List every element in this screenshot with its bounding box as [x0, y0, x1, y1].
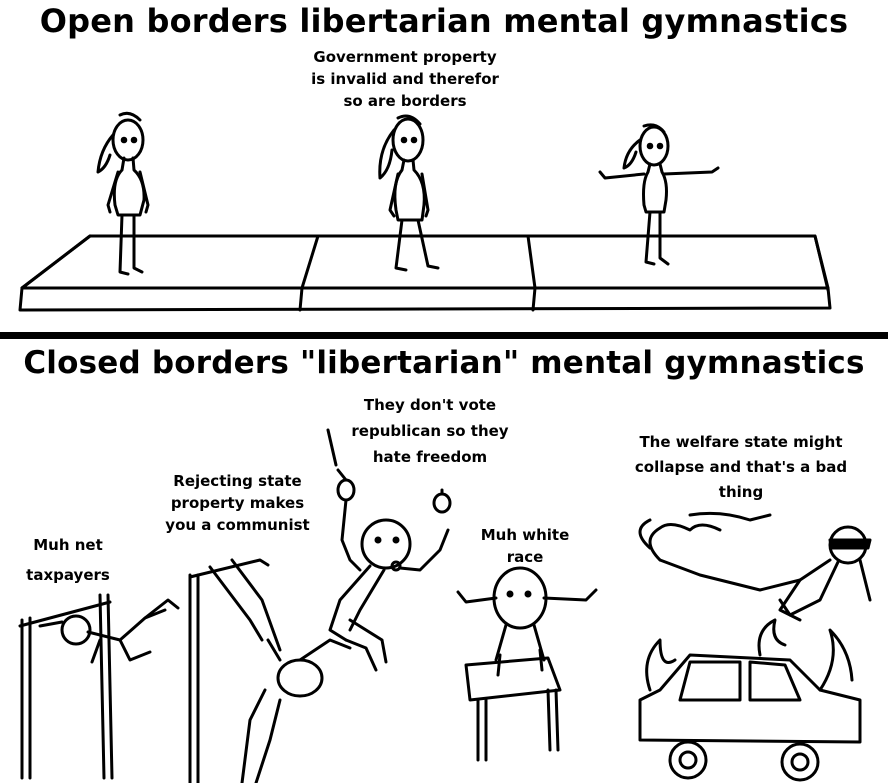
top-panel-title: Open borders libertarian mental gymnasti…: [39, 2, 849, 40]
caption-taxpayers-line-2: taxpayers: [26, 566, 110, 584]
caption-white-race-line-1: Muh white: [480, 526, 570, 544]
top-caption-line-3: so are borders: [343, 92, 467, 110]
gymnast-balancing-right: [598, 123, 720, 266]
flying-hero-burning-car: [638, 511, 872, 782]
pommel-horse-gymnast: [456, 566, 598, 762]
caption-taxpayers: Muh net taxpayers: [18, 530, 118, 590]
caption-state-property-line-3: you a communist: [165, 516, 310, 534]
caption-welfare-line-1: The welfare state might: [639, 433, 843, 451]
caption-state-property-line-1: Rejecting state: [173, 472, 302, 490]
uneven-bars-gymnast: [188, 558, 352, 783]
top-caption-line-2: is invalid and therefor: [311, 70, 499, 88]
panel-divider: [0, 332, 888, 339]
bottom-panel-title: Closed borders "libertarian" mental gymn…: [23, 345, 865, 381]
top-panel-drawing: [18, 111, 832, 312]
caption-welfare-line-3: thing: [718, 483, 764, 501]
caption-taxpayers-line-1: Muh net: [33, 536, 103, 554]
caption-republican-line-3: hate freedom: [372, 448, 488, 466]
gymnast-standing-center: [378, 114, 440, 272]
caption-state-property-line-2: property makes: [170, 494, 305, 512]
gym-mat: [18, 234, 832, 312]
caption-republican-line-2: republican so they: [351, 422, 509, 440]
caption-welfare-line-2: collapse and that's a bad: [634, 458, 848, 476]
caption-welfare: The welfare state might collapse and tha…: [626, 430, 856, 505]
caption-state-property: Rejecting state property makes you a com…: [155, 470, 320, 536]
caption-white-race: Muh white race: [465, 524, 585, 568]
gymnast-standing-left: [96, 111, 150, 276]
caption-republican: They don't vote republican so they hate …: [335, 392, 525, 470]
caption-white-race-line-2: race: [506, 548, 544, 566]
high-bar-gymnast: [18, 593, 180, 780]
top-caption: Government property is invalid and there…: [300, 46, 510, 112]
top-caption-line-1: Government property: [313, 48, 497, 66]
caption-republican-line-1: They don't vote: [363, 396, 497, 414]
